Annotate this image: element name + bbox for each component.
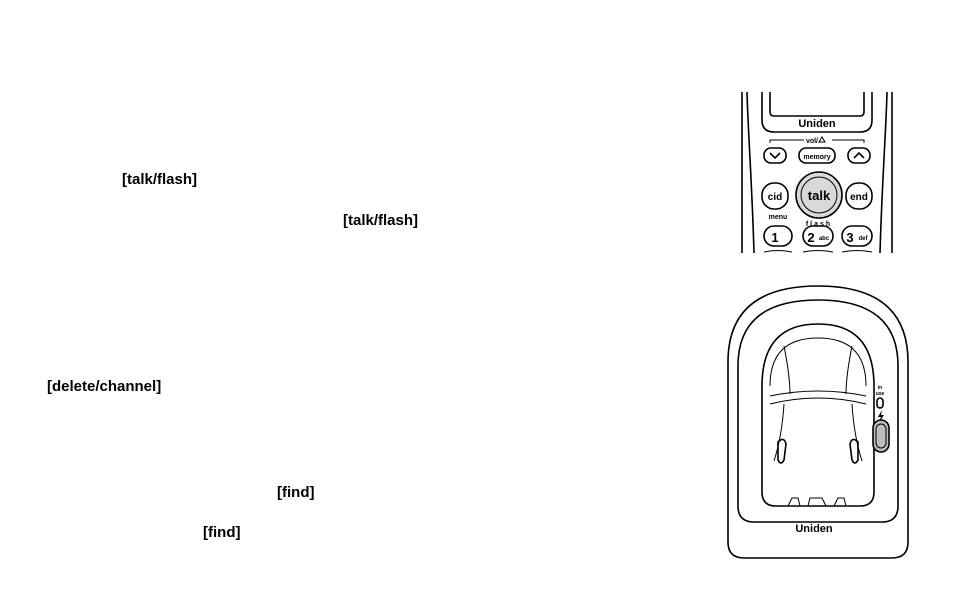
vol-down-button[interactable] xyxy=(763,147,787,164)
find-button[interactable] xyxy=(872,419,890,453)
talk-flash-key-ref: [talk/flash] xyxy=(343,212,419,229)
vol-label: vol/ xyxy=(806,138,818,145)
menu-label: menu xyxy=(769,214,788,221)
svg-text:talk: talk xyxy=(808,188,831,203)
in-use-label-2: use xyxy=(876,391,885,397)
svg-text:cid: cid xyxy=(768,192,782,203)
in-use-label: in xyxy=(878,385,882,391)
key-2-button[interactable]: 2 abc xyxy=(802,225,834,247)
find-key-ref: [find] xyxy=(203,524,241,541)
svg-text:2: 2 xyxy=(807,230,814,245)
base-brand-logo: Uniden xyxy=(795,523,833,535)
key-1-button[interactable]: 1 xyxy=(763,225,793,247)
talk-flash-key-ref: [talk/flash] xyxy=(122,171,198,188)
find-key-ref: [find] xyxy=(277,484,315,501)
chevron-up-icon xyxy=(853,151,865,159)
handset-brand-logo: Uniden xyxy=(798,118,836,130)
svg-text:def: def xyxy=(859,236,869,242)
in-use-led xyxy=(876,397,884,409)
vol-triangle-icon xyxy=(818,136,826,143)
delete-channel-key-ref: [delete/channel] xyxy=(47,378,162,395)
charging-base-illustration: in use Uniden xyxy=(727,285,909,559)
flash-label: flash xyxy=(806,221,832,228)
end-button[interactable]: end xyxy=(845,182,873,210)
vol-up-button[interactable] xyxy=(847,147,871,164)
svg-text:end: end xyxy=(850,192,868,203)
key-3-button[interactable]: 3 def xyxy=(841,225,873,247)
chevron-down-icon xyxy=(769,152,781,160)
svg-text:abc: abc xyxy=(819,236,830,242)
cid-button[interactable]: cid xyxy=(761,182,789,210)
svg-text:3: 3 xyxy=(846,230,853,245)
memory-button[interactable]: memory xyxy=(798,147,836,164)
handset-illustration: Uniden vol/ memory cid talk end menu fla… xyxy=(741,91,893,254)
svg-text:memory: memory xyxy=(803,154,830,161)
talk-button[interactable]: talk xyxy=(795,171,843,219)
svg-text:1: 1 xyxy=(771,230,778,245)
